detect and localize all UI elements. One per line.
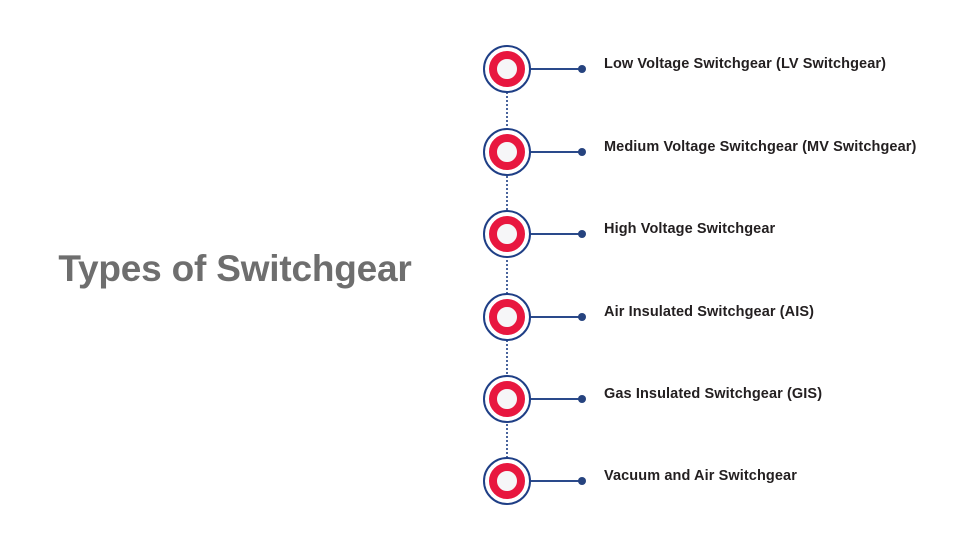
timeline-connector-line [529,151,583,153]
timeline-item[interactable]: Medium Voltage Switchgear (MV Switchgear… [0,128,980,176]
timeline-item[interactable]: High Voltage Switchgear [0,210,980,258]
timeline-connector-line [529,316,583,318]
timeline-connector-dot-icon [578,230,586,238]
timeline-connector-dot-icon [578,313,586,321]
timeline-item-label: Air Insulated Switchgear (AIS) [604,304,815,320]
timeline-marker-icon [483,210,531,258]
title-block: Types of Switchgear [0,248,470,291]
timeline-connector-dot-icon [578,395,586,403]
timeline-connector-line [529,233,583,235]
timeline-connector-line [529,398,583,400]
timeline-item[interactable]: Gas Insulated Switchgear (GIS) [0,375,980,423]
timeline-connector-dot-icon [578,65,586,73]
timeline-marker-icon [483,457,531,505]
timeline-item-label: High Voltage Switchgear [604,221,776,237]
timeline-connector-dot-icon [578,477,586,485]
page-title: Types of Switchgear [58,248,412,289]
timeline-item[interactable]: Low Voltage Switchgear (LV Switchgear) [0,45,980,93]
timeline-connector-line [529,68,583,70]
timeline-item[interactable]: Vacuum and Air Switchgear [0,457,980,505]
timeline-item-label: Gas Insulated Switchgear (GIS) [604,386,823,402]
timeline-connector-line [529,480,583,482]
timeline-marker-icon [483,375,531,423]
timeline-marker-icon [483,128,531,176]
timeline-item-label: Low Voltage Switchgear (LV Switchgear) [604,56,887,72]
timeline-connector-dot-icon [578,148,586,156]
timeline-marker-icon [483,45,531,93]
timeline-item-label: Vacuum and Air Switchgear [604,468,797,484]
timeline-item-label: Medium Voltage Switchgear (MV Switchgear… [604,139,917,155]
timeline-item[interactable]: Air Insulated Switchgear (AIS) [0,293,980,341]
timeline-marker-icon [483,293,531,341]
timeline-spine-dotted-line [506,69,510,481]
